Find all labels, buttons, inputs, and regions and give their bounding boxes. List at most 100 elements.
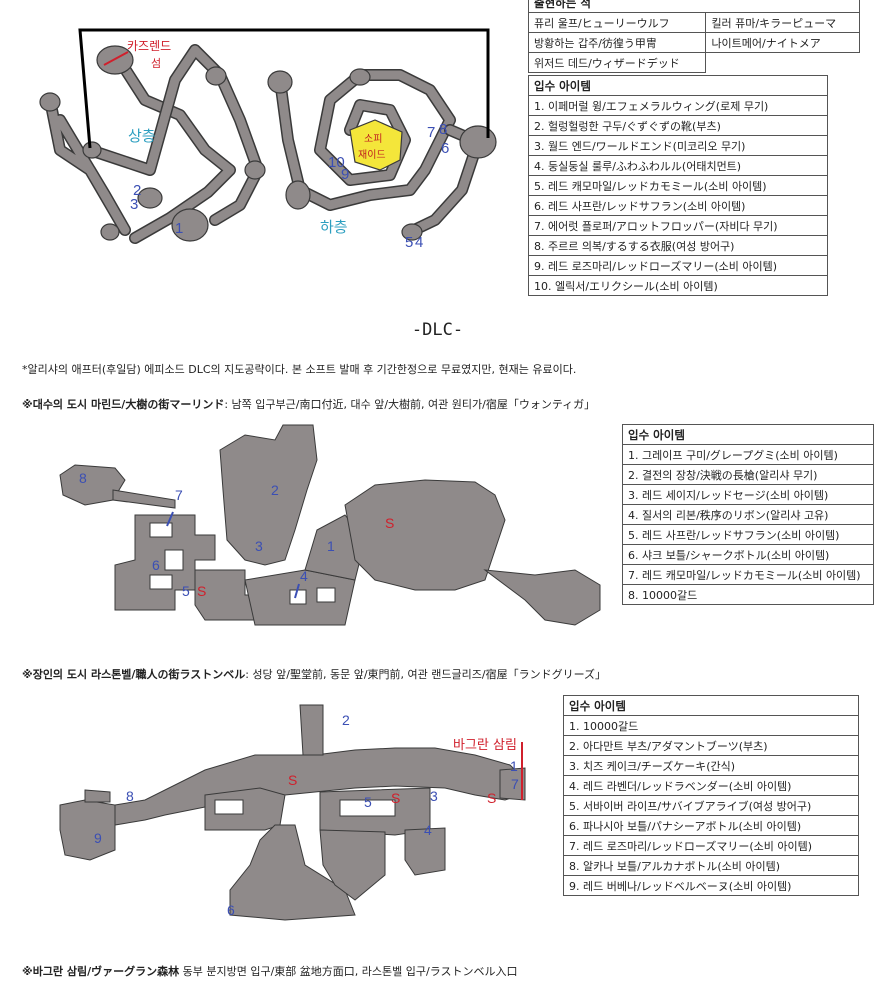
map-marker: 9 xyxy=(94,830,102,846)
section-2-title: ※장인의 도시 라스톤벨/職人の街ラストンベル: 성당 앞/聖堂前, 동문 앞/… xyxy=(22,666,606,682)
section-1-title: ※대수의 도시 마린드/大樹の街マーリンド: 남쪽 입구부근/南口付近, 대수 … xyxy=(22,396,595,412)
section-detail: : 성당 앞/聖堂前, 동문 앞/東門前, 여관 랜드글리즈/宿屋「ランドグリー… xyxy=(245,668,607,681)
map-marker: 4 xyxy=(424,822,432,838)
map-marker: 3 xyxy=(255,538,263,554)
enemy-cell: 위저드 데드/ウィザードデッド xyxy=(527,52,707,73)
save-point: S xyxy=(288,772,298,788)
map-marker: 4 xyxy=(300,568,308,584)
item-row: 6. 샤크 보틀/シャークボトル(소비 아이템) xyxy=(622,544,874,565)
save-point: S xyxy=(197,583,207,599)
map-marker: 6 xyxy=(227,902,235,918)
map-marker: 1 xyxy=(510,758,518,774)
item-row: 8. 주르르 의복/するする衣服(여성 방어구) xyxy=(528,235,828,256)
item-row: 2. 헐렁헐렁한 구두/ぐずぐずの靴(부츠) xyxy=(528,115,828,136)
exit-label: 바그란 삼림 xyxy=(453,738,517,753)
map-marker: 2 xyxy=(342,712,350,728)
item-row: 6. 레드 사프란/レッドサフラン(소비 아이템) xyxy=(528,195,828,216)
enemy-cell xyxy=(706,53,860,73)
map-marker: 3 xyxy=(430,788,438,804)
map-marker: 8 xyxy=(126,788,134,804)
map-marker: 3 xyxy=(130,196,139,213)
save-point: S xyxy=(487,790,497,806)
lastonbell-map-graphic xyxy=(59,704,526,921)
save-point: S xyxy=(385,515,395,531)
item-row: 5. 레드 사프란/レッドサフラン(소비 아이템) xyxy=(622,524,874,545)
tower-name-label: 카즈렌드 xyxy=(127,39,172,53)
map-marker: 4 xyxy=(415,234,424,251)
item-table-1: 입수 아이템 1. 이페머럴 윙/エフェメラルウィング(로제 무기) 2. 헐렁… xyxy=(528,75,828,296)
item-row: 9. 레드 버베나/レッドベルベーヌ(소비 아이템) xyxy=(563,875,859,896)
map-marker: 6 xyxy=(152,557,160,573)
tower-map: 카즈렌드 섬 상층 하층 소피 재이드 2 3 1 10 9 7 8 6 5 4 xyxy=(30,20,520,270)
item-row: 3. 레드 세이지/レッドセージ(소비 아이템) xyxy=(622,484,874,505)
section-heading: ※대수의 도시 마린드/大樹の街マーリンド xyxy=(22,398,225,411)
item-row: 5. 서바이버 라이프/サバイブアライブ(여성 방어구) xyxy=(563,795,859,816)
dlc-title: -DLC- xyxy=(411,320,464,340)
item-row: 2. 결전의 장창/決戦の長槍(알리샤 무기) xyxy=(622,464,874,485)
centre-label-2: 재이드 xyxy=(358,150,386,161)
item-row: 5. 레드 캐모마일/レッドカモミール(소비 아이템) xyxy=(528,175,828,196)
item-table-header: 입수 아이템 xyxy=(563,695,859,716)
map-marker: 10 xyxy=(328,154,345,171)
item-row: 6. 파나시아 보틀/パナシーアボトル(소비 아이템) xyxy=(563,815,859,836)
section-detail: : 남쪽 입구부근/南口付近, 대수 앞/大樹前, 여관 원티가/宿屋「ウォンテ… xyxy=(224,398,596,411)
intro-text: *알리샤의 애프터(후일담) 에피소드 DLC의 지도공략이다. 본 소프트 발… xyxy=(22,363,577,376)
item-table-3: 입수 아이템 1. 10000갈드 2. 아다만트 부츠/アダマントブーツ(부츠… xyxy=(563,695,859,896)
enemy-cell: 방황하는 갑주/彷徨う甲冑 xyxy=(527,32,707,53)
item-table-header: 입수 아이템 xyxy=(622,424,874,445)
item-row: 1. 그레이프 구미/グレープグミ(소비 아이템) xyxy=(622,444,874,465)
section-heading: ※바그란 삼림/ヴァーグラン森林 xyxy=(22,965,180,978)
item-row: 3. 치즈 케이크/チーズケーキ(간식) xyxy=(563,755,859,776)
item-row: 9. 레드 로즈마리/レッドローズマリー(소비 아이템) xyxy=(528,255,828,276)
floor-link-line xyxy=(78,28,490,149)
item-row: 2. 아다만트 부츠/アダマントブーツ(부츠) xyxy=(563,735,859,756)
map-marker: 5 xyxy=(182,583,190,599)
enemy-cell: 퓨리 울프/ヒューリーウルフ xyxy=(527,12,707,33)
centre-label-1: 소피 xyxy=(364,134,383,145)
tower-pointer-line xyxy=(103,51,129,66)
centre-room-highlight xyxy=(349,119,403,171)
item-row: 7. 레드 캐모마일/レッドカモミール(소비 아이템) xyxy=(622,564,874,585)
map-marker: 7 xyxy=(511,776,519,792)
map-marker: 1 xyxy=(175,220,184,237)
map-marker: 8 xyxy=(79,470,87,486)
tower-suffix-label: 섬 xyxy=(151,57,162,70)
map-marker: 2 xyxy=(133,182,142,199)
item-row: 1. 10000갈드 xyxy=(563,715,859,736)
lower-floor-label: 하층 xyxy=(320,218,348,236)
item-row: 4. 레드 라벤더/レッドラベンダー(소비 아이템) xyxy=(563,775,859,796)
enemy-cell: 나이트메어/ナイトメア xyxy=(705,32,860,53)
map-marker: 8 xyxy=(439,121,448,138)
item-row: 4. 둥실둥실 룰루/ふわふわルル(어태치먼트) xyxy=(528,155,828,176)
lastonbell-map: 바그란 삼림 2 8 9 3 5 4 6 1 7 S S S xyxy=(55,700,555,925)
item-table-2: 입수 아이템 1. 그레이프 구미/グレープグミ(소비 아이템) 2. 결전의 … xyxy=(622,424,874,605)
upper-floor-label: 상층 xyxy=(128,127,156,145)
map-marker: 5 xyxy=(364,794,372,810)
map-marker: 2 xyxy=(271,482,279,498)
map-marker: 5 xyxy=(405,234,414,251)
item-row: 7. 에어럿 플로퍼/アロットフロッパー(자비다 무기) xyxy=(528,215,828,236)
save-point: S xyxy=(391,790,401,806)
item-row: 3. 월드 엔드/ワールドエンド(미코리오 무기) xyxy=(528,135,828,156)
map-marker: 6 xyxy=(441,140,450,157)
enemy-cell: 킬러 퓨마/キラーピューマ xyxy=(705,12,860,33)
item-table-header: 입수 아이템 xyxy=(528,75,828,96)
map-marker: 7 xyxy=(175,487,183,503)
item-row: 1. 이페머럴 윙/エフェメラルウィング(로제 무기) xyxy=(528,95,828,116)
item-row: 4. 질서의 리본/秩序のリボン(알리샤 고유) xyxy=(622,504,874,525)
map-marker: 7 xyxy=(427,124,436,141)
item-row: 10. 엘릭서/エリクシール(소비 아이템) xyxy=(528,275,828,296)
item-row: 8. 10000갈드 xyxy=(622,584,874,605)
enemy-table: 출현하는 적 퓨리 울프/ヒューリーウルフ 킬러 퓨마/キラーピューマ 방황하는… xyxy=(527,0,860,73)
enemy-table-header: 출현하는 적 xyxy=(528,0,860,13)
item-pointer xyxy=(294,583,300,599)
tower-map-graphic xyxy=(39,28,497,244)
map-marker: 9 xyxy=(341,166,350,183)
marlind-map: 8 7 6 5 2 3 4 1 S S xyxy=(55,420,610,645)
map-marker: 1 xyxy=(327,538,335,554)
section-detail: 동부 분지방면 입구/東部 盆地方面口, 라스톤벨 입구/ラストンベル入口 xyxy=(179,965,518,978)
item-row: 7. 레드 로즈마리/レッドローズマリー(소비 아이템) xyxy=(563,835,859,856)
marlind-map-graphic xyxy=(59,424,601,626)
section-heading: ※장인의 도시 라스톤벨/職人の街ラストンベル xyxy=(22,668,246,681)
item-row: 8. 알카나 보틀/アルカナボトル(소비 아이템) xyxy=(563,855,859,876)
